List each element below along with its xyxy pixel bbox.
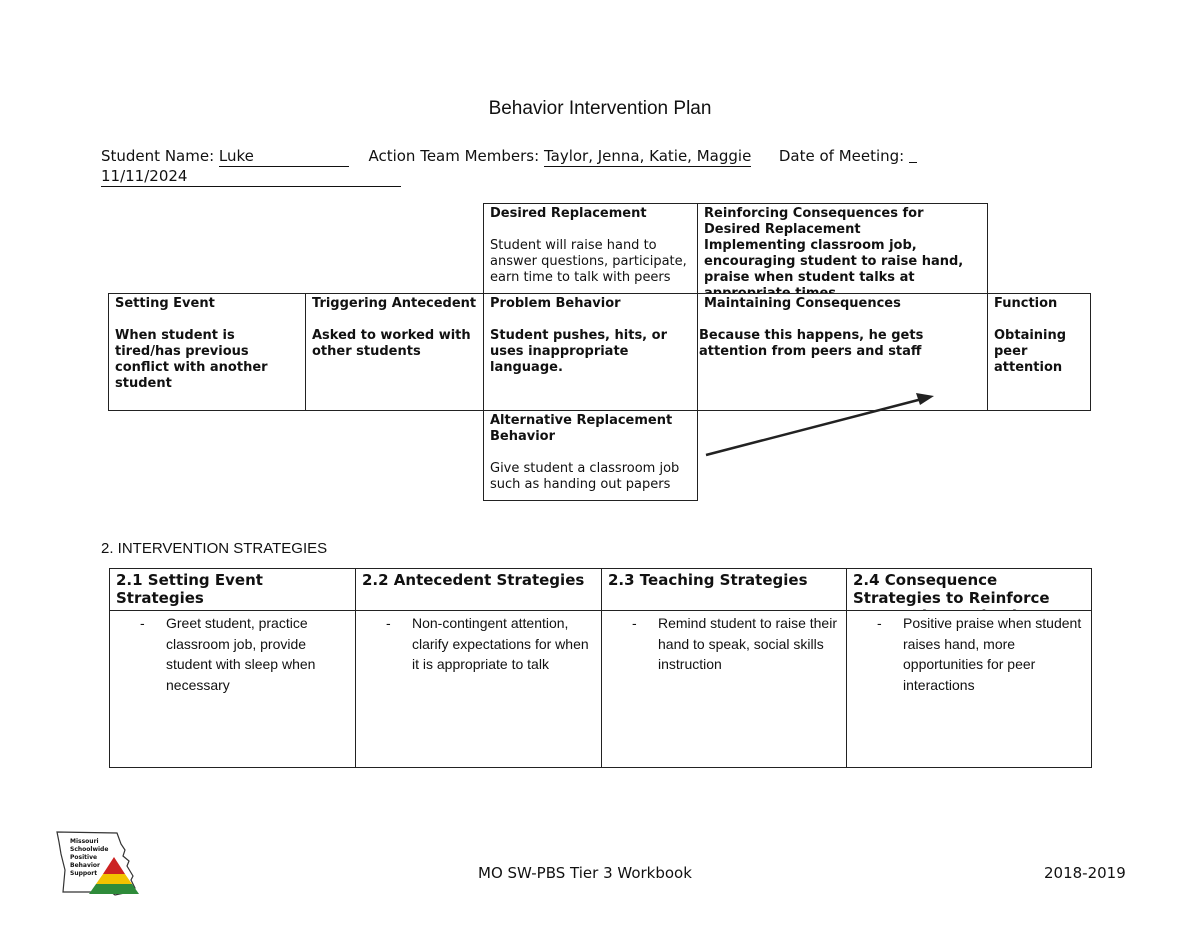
setting-event-text: When student is tired/has previous confl… xyxy=(115,328,268,391)
footer-title: MO SW-PBS Tier 3 Workbook xyxy=(478,864,692,882)
strategy-heading-teaching: 2.3 Teaching Strategies xyxy=(608,571,808,589)
footer-year: 2018-2019 xyxy=(1044,864,1126,882)
problem-behavior-text: Student pushes, hits, or uses inappropri… xyxy=(490,328,667,375)
triggering-antecedent-heading: Triggering Antecedent xyxy=(312,296,477,311)
list-item: -Greet student, practice classroom job, … xyxy=(140,615,316,693)
desired-replacement-heading: Desired Replacement xyxy=(490,206,647,221)
problem-behavior-heading: Problem Behavior xyxy=(490,296,621,311)
reinforcing-consequences-heading: Reinforcing Consequences for Desired Rep… xyxy=(704,206,924,237)
triangle-yellow xyxy=(96,874,132,884)
strategy-heading-consequence: 2.4 Consequence Strategies to Reinforce … xyxy=(853,571,1050,610)
alternative-replacement-text: Give student a classroom job such as han… xyxy=(490,461,680,492)
list-item: -Non-contingent attention, clarify expec… xyxy=(386,615,589,672)
svg-text:Missouri Schoolwide Po: Missouri Schoolwide Positive Behavior Su… xyxy=(70,838,111,877)
strategy-list-setting-event: -Greet student, practice classroom job, … xyxy=(110,612,355,762)
function-heading: Function xyxy=(994,296,1058,311)
triangle-red xyxy=(103,857,125,874)
team-members-label: Action Team Members: xyxy=(368,147,544,165)
reinforcing-consequences-text: Implementing classroom job, encouraging … xyxy=(704,238,964,294)
strategies-table: 2.1 Setting Event Strategies 2.2 Anteced… xyxy=(109,568,1092,768)
strategy-heading-setting-event: 2.1 Setting Event Strategies xyxy=(116,571,263,607)
triangle-green xyxy=(89,884,139,894)
setting-event-heading: Setting Event xyxy=(115,296,215,311)
arrow-head xyxy=(916,393,934,405)
triggering-antecedent-text: Asked to worked with other students xyxy=(312,328,471,359)
setting-event-box: Setting Event When student is tired/has … xyxy=(108,293,306,411)
maintaining-consequences-box: Maintaining Consequences Because this ha… xyxy=(697,293,988,411)
triggering-antecedent-box: Triggering Antecedent Asked to worked wi… xyxy=(305,293,484,411)
student-name-field: Luke xyxy=(218,146,349,167)
alternative-replacement-box: Alternative Replacement Behavior Give st… xyxy=(483,410,698,501)
list-item: -Positive praise when student raises han… xyxy=(877,615,1082,693)
strategy-list-teaching: -Remind student to raise their hand to s… xyxy=(602,612,846,762)
desired-replacement-text: Student will raise hand to answer questi… xyxy=(490,238,687,285)
maintaining-consequences-heading: Maintaining Consequences xyxy=(704,296,901,311)
meeting-info: Student Name: Luke Action Team Members: … xyxy=(101,146,1061,167)
strategy-heading-antecedent: 2.2 Antecedent Strategies xyxy=(362,571,585,589)
page-title: Behavior Intervention Plan xyxy=(488,98,712,119)
student-name-label: Student Name: xyxy=(101,147,219,165)
list-item: -Remind student to raise their hand to s… xyxy=(632,615,837,672)
team-members-field: Taylor, Jenna, Katie, Maggie xyxy=(543,147,752,167)
sw-pbs-logo: Missouri Schoolwide Positive Behavior Su… xyxy=(56,831,139,896)
maintaining-consequences-text: Because this happens, he gets attention … xyxy=(699,328,924,359)
strategy-list-consequence: -Positive praise when student raises han… xyxy=(847,612,1091,762)
arrow-line xyxy=(705,397,923,457)
function-text: Obtaining peer attention xyxy=(994,328,1067,375)
meeting-date-label: Date of Meeting: xyxy=(778,147,910,165)
strategy-list-antecedent: -Non-contingent attention, clarify expec… xyxy=(356,612,601,762)
meeting-date-field: 11/11/2024 xyxy=(101,166,401,187)
section-title: 2. INTERVENTION STRATEGIES xyxy=(101,540,328,557)
function-box: Function Obtaining peer attention xyxy=(987,293,1091,411)
alternative-replacement-heading: Alternative Replacement Behavior xyxy=(490,413,673,444)
